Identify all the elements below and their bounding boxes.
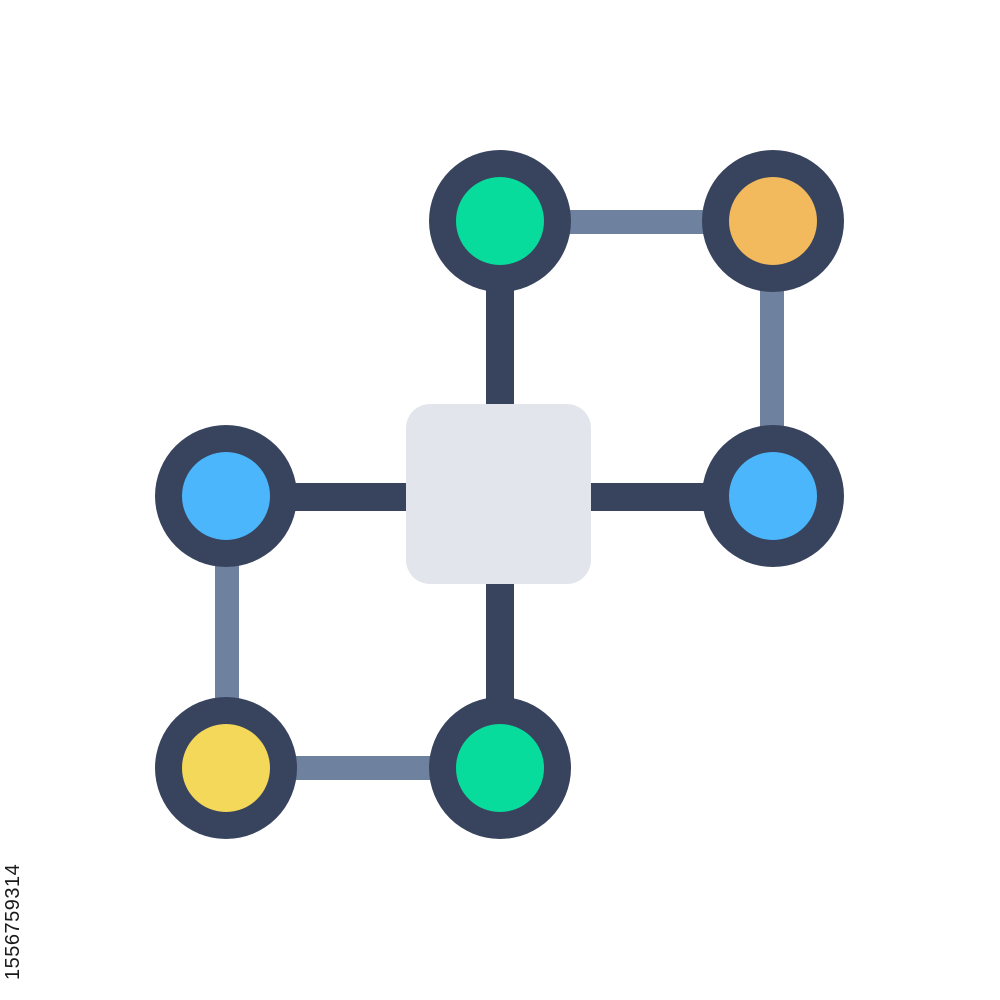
node-bottom-left-fill (182, 724, 270, 812)
node-top-right-fill (729, 177, 817, 265)
node-middle-right-fill (729, 452, 817, 540)
connector-left-vertical (215, 540, 239, 730)
connector-hub-left (275, 483, 425, 511)
node-middle-left-fill (182, 452, 270, 540)
connector-right-vertical (760, 270, 784, 450)
hub-square (406, 404, 591, 584)
node-top-left-fill (456, 177, 544, 265)
connector-top-horizontal (540, 210, 730, 234)
node-bottom-middle (429, 697, 571, 839)
node-middle-right (702, 425, 844, 567)
node-middle-left (155, 425, 297, 567)
node-top-right (702, 150, 844, 292)
connector-bottom-horizontal (270, 756, 460, 780)
connector-hub-top (486, 270, 514, 420)
node-bottom-left (155, 697, 297, 839)
node-top-left (429, 150, 571, 292)
connector-hub-bottom (486, 570, 514, 720)
connector-hub-right (575, 483, 725, 511)
node-bottom-middle-fill (456, 724, 544, 812)
stock-id-label: 1556759314 (2, 863, 24, 980)
